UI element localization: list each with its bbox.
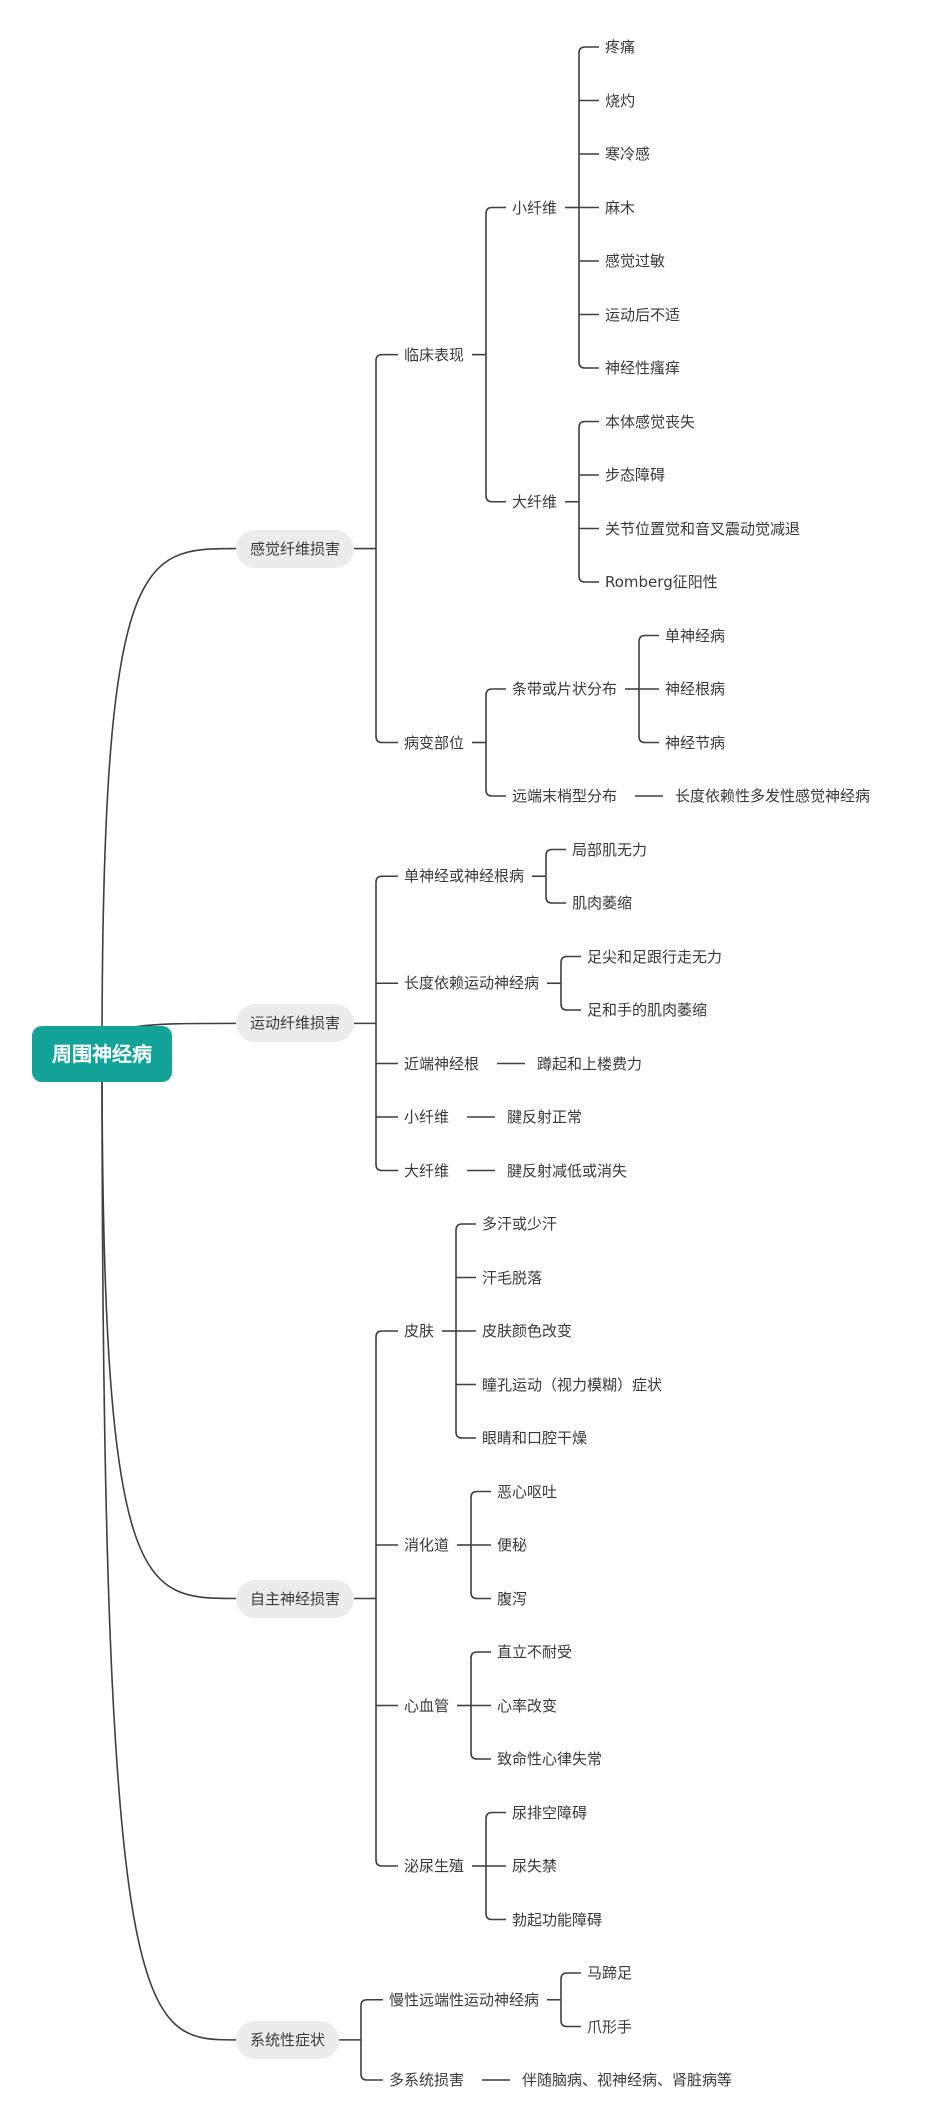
b1-c1-edge-0 [560,955,582,963]
b1-edge-4 [375,1164,399,1172]
b0-c0-g0-leaf-1: 烧灼 [605,91,636,110]
b3-edge-0 [360,1998,384,2006]
b1-c1-leaf-1: 足和手的肌肉萎缩 [587,1001,708,1019]
b0-c1-g1: 远端末梢型分布 [512,787,618,805]
b2-c1-edge-0 [470,1490,492,1498]
b0-c0-g1-edge-0 [578,420,600,428]
b2-c0-leaf-1: 汗毛脱落 [482,1268,543,1287]
b2-c2-leaf-2: 致命性心律失常 [497,1750,603,1768]
b0-c0-g0-leaf-4: 感觉过敏 [605,252,666,270]
b2-c3-edge-0 [485,1811,507,1819]
b1-c0-leaf-0: 局部肌无力 [572,840,648,859]
b1-node-2: 近端神经根 [404,1054,480,1073]
b2-c3-edge-2 [485,1913,507,1921]
b1-c4-leaf-0: 腱反射减低或消失 [507,1161,628,1180]
b1-c0-leaf-1: 肌肉萎缩 [572,894,633,912]
b0-c0-g1-leaf-1: 步态障碍 [605,466,666,484]
b2-node-0: 皮肤 [404,1322,435,1340]
b0-c0-g1-edge-3 [578,575,600,583]
b1-c1-leaf-0: 足尖和足跟行走无力 [587,947,723,966]
b0-c1-g0-leaf-0: 单神经病 [665,626,726,645]
b3-c0-edge-0 [560,1972,582,1980]
b2-c3-leaf-2: 勃起功能障碍 [512,1910,603,1929]
b0-c0-g0-edge-0 [578,46,600,54]
b0-c0-edge-1 [485,495,507,503]
b0-c1-g0-leaf-2: 神经节病 [665,733,726,752]
b0-c0-edge-0 [485,206,507,214]
b0-edge-0 [375,353,399,361]
b1-c0-edge-0 [545,848,567,856]
b2-c0-edge-0 [455,1223,477,1231]
b2-c0-edge-4 [455,1431,477,1439]
b0-c1-g0-leaf-1: 神经根病 [665,680,726,698]
b3-c0-leaf-1: 爪形手 [587,2017,633,2036]
b1-c3-leaf-0: 腱反射正常 [507,1108,583,1126]
b2-c3-leaf-0: 尿排空障碍 [512,1803,588,1822]
root-link-0 [101,547,237,1055]
b0-c1-edge-0 [485,688,507,696]
b0-c0-g0-leaf-2: 寒冷感 [605,145,651,163]
b2-c1-leaf-1: 便秘 [497,1536,528,1554]
b1-c1-edge-1 [560,1003,582,1011]
b2-edge-0 [375,1330,399,1338]
branch-0: 感觉纤维损害 [236,529,355,568]
b0-edge-1 [375,736,399,744]
b2-node-2: 心血管 [404,1696,450,1715]
b2-node-1: 消化道 [404,1536,450,1554]
b1-node-0: 单神经或神经根病 [404,867,525,886]
b1-node-1: 长度依赖运动神经病 [404,974,540,993]
b0-c0-g0-leaf-0: 疼痛 [605,38,636,56]
b0-c0-g1-leaf-0: 本体感觉丧失 [605,412,696,431]
b2-c2-leaf-0: 直立不耐受 [497,1643,573,1661]
b0-node-0: 临床表现 [404,345,465,364]
b2-c0-leaf-0: 多汗或少汗 [482,1215,558,1233]
b1-c0-edge-1 [545,896,567,904]
branch-2: 自主神经损害 [236,1579,355,1618]
b1-edge-0 [375,875,399,883]
b0-c1-edge-1 [485,789,507,797]
b2-c1-leaf-2: 腹泻 [497,1589,528,1608]
b0-c0-g0-edge-6 [578,361,600,369]
b0-node-1: 病变部位 [404,733,465,752]
branch-1: 运动纤维损害 [236,1004,355,1043]
b0-c0-g1: 大纤维 [512,492,558,511]
b0-c0-g1-leaf-2: 关节位置觉和音叉震动觉减退 [605,519,801,538]
b3-node-0: 慢性远端性运动神经病 [389,1990,540,2009]
b0-c0-g0-leaf-5: 运动后不适 [605,305,681,324]
b0-c0-g1-leaf-3: Romberg征阳性 [605,573,718,591]
b0-c1-g0-edge-0 [638,634,660,642]
b0-c1-g0-edge-2 [638,736,660,744]
b2-edge-3 [375,1859,399,1867]
b3-c1-leaf-0: 伴随脑病、视神经病、肾脏病等 [522,2071,733,2089]
b2-c1-edge-2 [470,1592,492,1600]
b2-c0-leaf-2: 皮肤颜色改变 [482,1322,573,1340]
b0-c0-g0: 小纤维 [512,198,558,217]
root-link-2 [101,1053,237,1600]
b0-c1-g0: 条带或片状分布 [512,680,618,698]
b3-c0-leaf-0: 马蹄足 [587,1964,633,1982]
b2-c2-leaf-1: 心率改变 [497,1696,558,1715]
b2-c0-leaf-3: 瞳孔运动（视力模糊）症状 [482,1375,663,1394]
b3-edge-1 [360,2073,384,2081]
b0-c1-g1-leaf-0: 长度依赖性多发性感觉神经病 [675,787,871,805]
root-node: 周围神经病 [32,1026,172,1082]
branch-3: 系统性症状 [236,2020,340,2059]
b1-node-3: 小纤维 [404,1108,450,1126]
b2-c2-edge-0 [470,1651,492,1659]
b0-c0-g0-leaf-6: 神经性瘙痒 [605,359,681,377]
b2-node-3: 泌尿生殖 [404,1857,465,1875]
b3-node-1: 多系统损害 [389,2071,465,2089]
b2-c0-leaf-4: 眼睛和口腔干燥 [482,1429,588,1447]
b1-c2-leaf-0: 蹲起和上楼费力 [537,1054,643,1073]
b1-node-4: 大纤维 [404,1161,450,1180]
b2-c2-edge-2 [470,1752,492,1760]
b2-c3-leaf-1: 尿失禁 [512,1857,558,1875]
b3-c0-edge-1 [560,2020,582,2028]
b2-c1-leaf-0: 恶心呕吐 [497,1482,558,1501]
b0-c0-g0-leaf-3: 麻木 [605,198,636,217]
root-link-3 [101,1053,237,2041]
